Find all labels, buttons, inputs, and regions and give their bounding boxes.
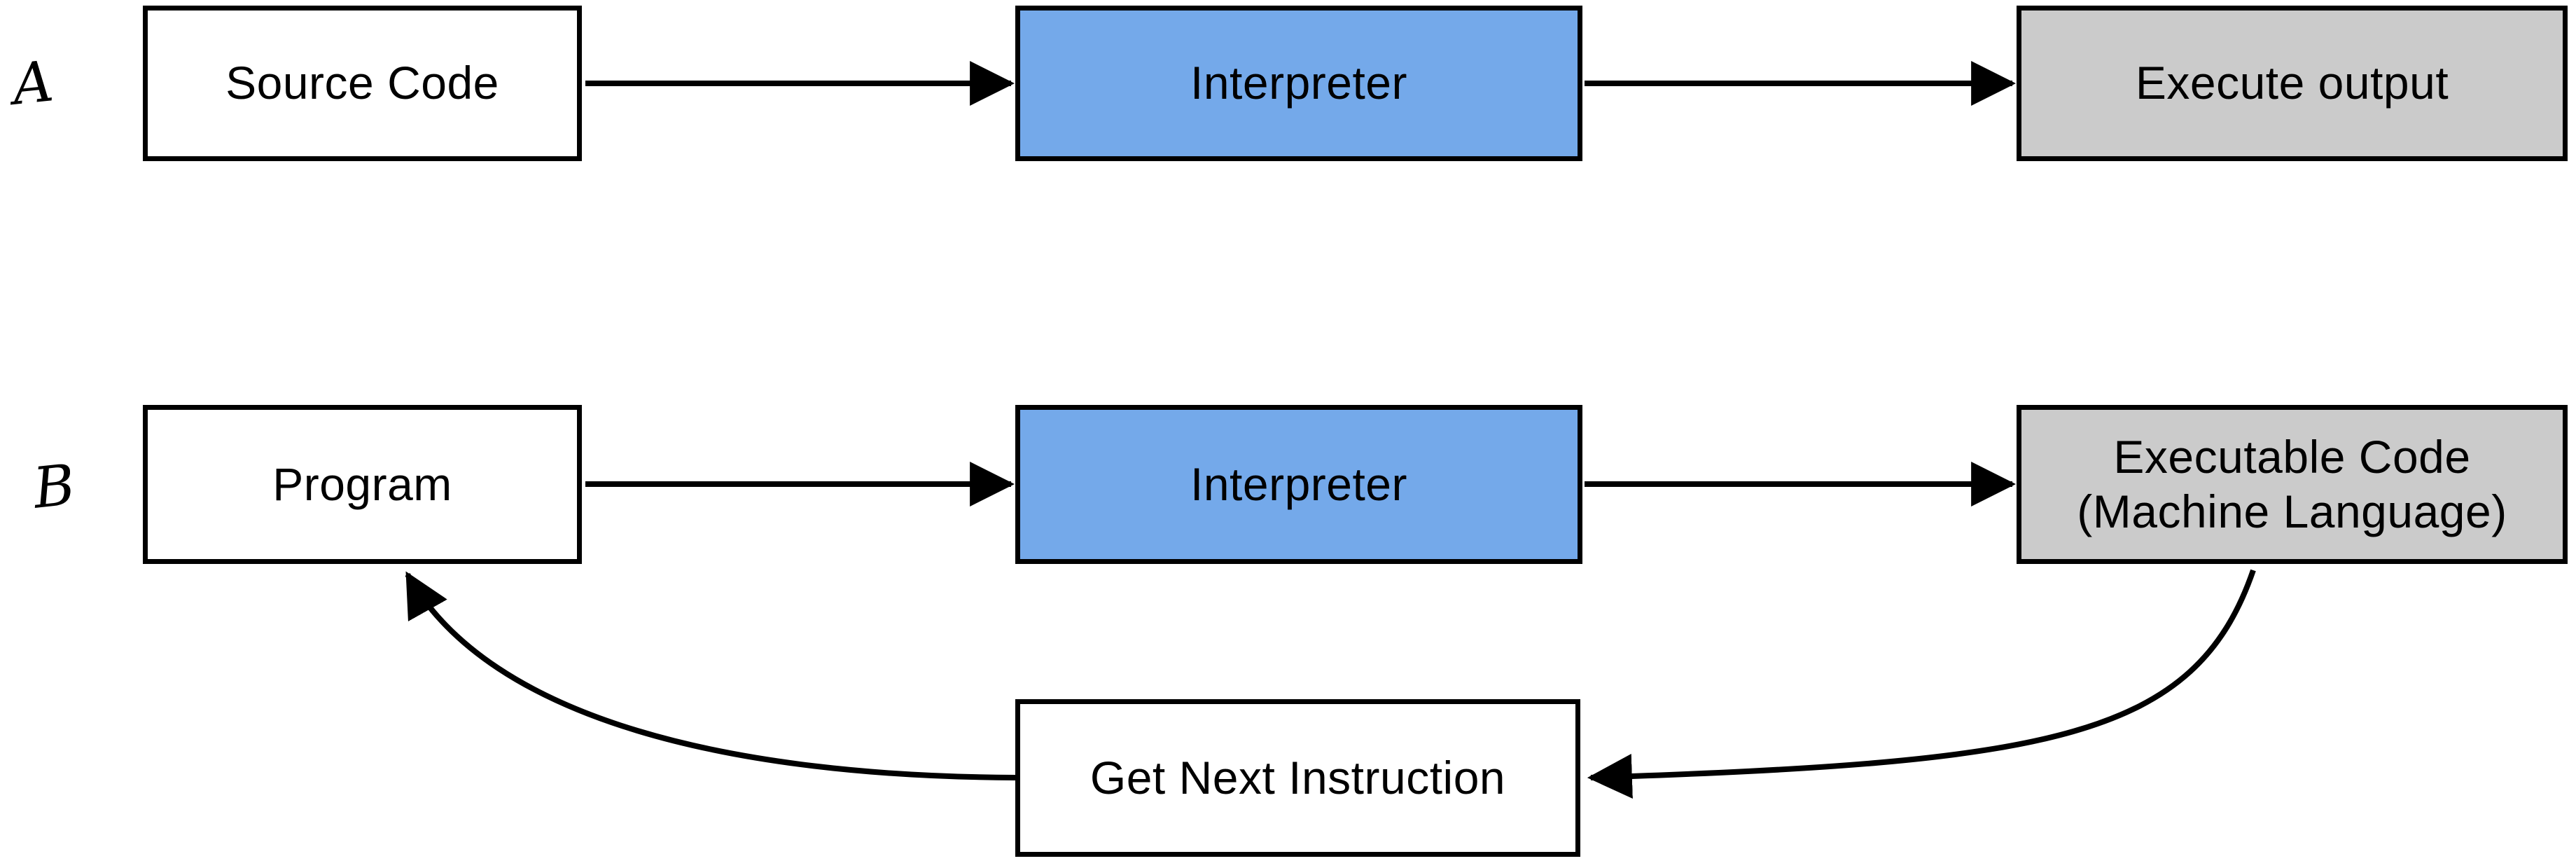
row-label-a: A xyxy=(9,48,57,118)
node-get-next-instruction-label: Get Next Instruction xyxy=(1089,751,1506,804)
node-execute-output-label: Execute output xyxy=(2135,57,2449,109)
node-interpreter-b: Interpreter xyxy=(1015,405,1582,564)
node-executable-code: Executable Code (Machine Language) xyxy=(2017,405,2568,564)
node-interpreter-a: Interpreter xyxy=(1015,6,1582,161)
arrow-get-next-instruction-to-program xyxy=(405,571,1016,780)
arrow-executable-code-to-get-next-instruction xyxy=(1587,569,2256,799)
node-executable-code-line2: (Machine Language) xyxy=(2077,485,2507,537)
node-interpreter-a-label: Interpreter xyxy=(1190,57,1407,109)
node-execute-output: Execute output xyxy=(2017,6,2568,161)
node-interpreter-b-label: Interpreter xyxy=(1190,457,1407,510)
node-program-label: Program xyxy=(272,457,452,510)
row-label-b: B xyxy=(30,452,78,521)
node-program: Program xyxy=(143,405,582,564)
node-source-code: Source Code xyxy=(143,6,582,161)
node-source-code-label: Source Code xyxy=(225,57,499,109)
node-executable-code-line1: Executable Code xyxy=(2113,430,2471,483)
node-get-next-instruction: Get Next Instruction xyxy=(1015,699,1580,857)
